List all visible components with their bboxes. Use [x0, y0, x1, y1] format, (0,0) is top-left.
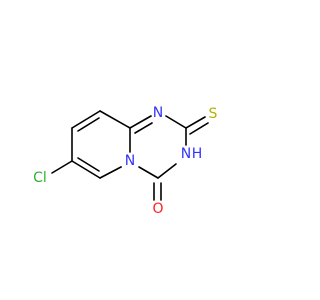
atom-s: S [209, 106, 218, 122]
atom-n4: N [125, 153, 135, 169]
bond-c5-n4 [99, 166, 122, 179]
bond-c8a-c8 [99, 110, 131, 129]
bond-c8a-n1-double [134, 122, 153, 134]
bond-c6-c5-inner [77, 157, 100, 172]
bond-c7-cl [51, 160, 73, 174]
atom-n3: N [181, 146, 191, 162]
bond-c4-n4 [138, 166, 159, 179]
bond-c2-s [185, 116, 206, 129]
atom-n1: N [153, 105, 163, 121]
bond-c8-c7-inner [77, 117, 100, 132]
bond-c8-c7 [71, 110, 101, 129]
bond-c2-s-double [189, 122, 209, 135]
atom-o: O [152, 201, 163, 217]
triazine-ring [120, 115, 187, 179]
molecule-diagram: N N N H S O Cl [33, 105, 218, 217]
pyridine-ring [71, 110, 131, 179]
bond-c8a-n1 [129, 115, 152, 129]
atom-h: H [192, 146, 203, 162]
bond-n1-c2 [165, 115, 187, 129]
bond-c6-c5 [71, 160, 101, 179]
atom-cl: Cl [33, 170, 47, 186]
bond-n3-c4 [157, 163, 177, 179]
